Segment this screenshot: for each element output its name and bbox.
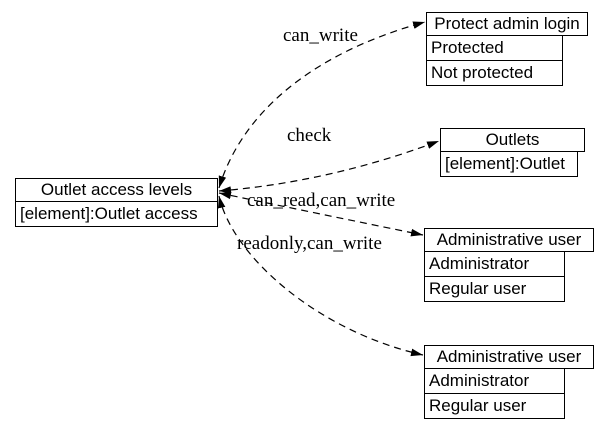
edge-label-can-write: can_write: [283, 25, 358, 46]
node-title: Administrative user: [424, 345, 594, 369]
node-row: [element]:Outlet access: [15, 201, 218, 227]
node-row: Regular user: [424, 393, 565, 419]
node-row: Administrator: [424, 251, 565, 277]
node-title: Outlet access levels: [15, 178, 218, 202]
node-title: Outlets: [440, 128, 585, 152]
node-title: Administrative user: [424, 228, 594, 252]
node-row: Regular user: [424, 276, 565, 302]
edge-check: [218, 140, 440, 194]
edge-can-write: [218, 21, 426, 189]
edge-label-can-read-can-write: can_read,can_write: [247, 190, 396, 211]
edge-readonly-can-write: [217, 195, 424, 357]
edge-label-check: check: [287, 125, 332, 146]
node-title: Protect admin login: [426, 12, 588, 36]
node-row: [element]:Outlet: [440, 151, 578, 177]
node-row: Protected: [426, 35, 563, 61]
node-row: Administrator: [424, 368, 565, 394]
node-row: Not protected: [426, 60, 563, 86]
edge-label-readonly-can-write: readonly,can_write: [237, 233, 382, 254]
